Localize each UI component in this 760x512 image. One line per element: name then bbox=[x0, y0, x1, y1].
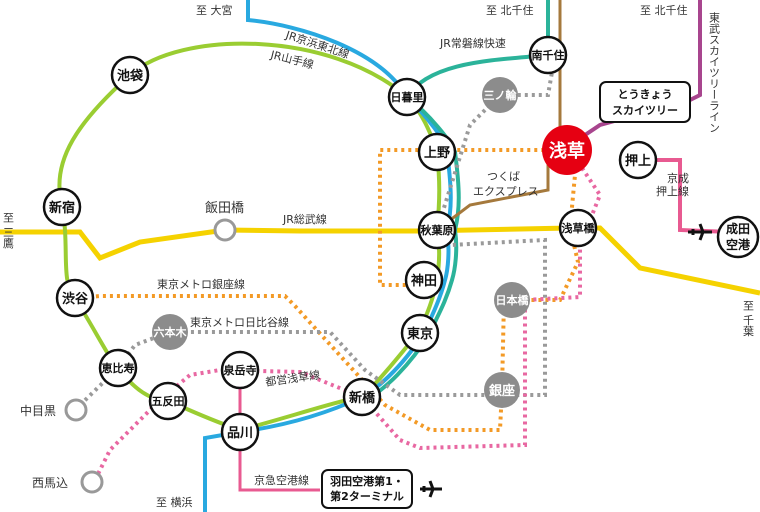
station-nishimagome[interactable]: 西馬込 bbox=[32, 470, 104, 494]
svg-text:スカイツリー: スカイツリー bbox=[612, 104, 678, 117]
skytree-label-box[interactable]: とうきょう スカイツリー bbox=[599, 81, 691, 123]
svg-text:五反田: 五反田 bbox=[152, 394, 185, 408]
svg-text:池袋: 池袋 bbox=[117, 68, 144, 84]
station-ueno[interactable]: 上野 bbox=[417, 132, 457, 172]
station-shimbashi[interactable]: 新橋 bbox=[342, 377, 382, 417]
station-ginza[interactable]: 銀座 bbox=[484, 372, 520, 408]
svg-text:飯田橋: 飯田橋 bbox=[205, 201, 244, 216]
svg-text:東京: 東京 bbox=[407, 326, 433, 342]
svg-text:六本木: 六本木 bbox=[154, 325, 188, 339]
station-kanda[interactable]: 神田 bbox=[404, 260, 444, 300]
tobu-skytree-line bbox=[568, 0, 702, 147]
keikyu-airport-line bbox=[238, 370, 320, 492]
station-oshiage[interactable]: 押上 bbox=[618, 140, 658, 180]
svg-text:中目黒: 中目黒 bbox=[20, 403, 56, 418]
station-tokyo[interactable]: 東京 bbox=[400, 313, 440, 353]
svg-text:第2ターミナル: 第2ターミナル bbox=[330, 489, 404, 503]
tsukuba-express-line bbox=[436, 0, 562, 232]
svg-text:恵比寿: 恵比寿 bbox=[102, 361, 135, 375]
label-keikyu: 京急空港線 bbox=[254, 473, 309, 487]
station-nakameguro[interactable]: 中目黒 bbox=[20, 398, 88, 422]
station-nihombashi[interactable]: 日本橋 bbox=[494, 282, 530, 318]
svg-text:新宿: 新宿 bbox=[49, 200, 75, 216]
svg-text:とうきょう: とうきょう bbox=[618, 88, 673, 101]
svg-text:西馬込: 西馬込 bbox=[32, 476, 68, 490]
svg-text:上野: 上野 bbox=[424, 146, 450, 161]
airplane-icon bbox=[688, 223, 712, 241]
label-tsukuba-1: つくば bbox=[487, 170, 520, 183]
svg-text:新橋: 新橋 bbox=[349, 390, 376, 406]
label-to-yokohama: 至 横浜 bbox=[156, 495, 193, 509]
station-akihabara[interactable]: 秋葉原 bbox=[417, 210, 457, 250]
station-minowa[interactable]: 三ノ輪 bbox=[482, 77, 518, 113]
label-tsukuba-2: エクスプレス bbox=[473, 185, 539, 198]
svg-text:浅草橋: 浅草橋 bbox=[562, 221, 596, 235]
station-shinjuku[interactable]: 新宿 bbox=[42, 187, 82, 227]
svg-text:南千住: 南千住 bbox=[532, 48, 565, 62]
svg-text:三ノ輪: 三ノ輪 bbox=[484, 88, 518, 102]
svg-text:神田: 神田 bbox=[411, 273, 437, 289]
station-asakusa[interactable]: 浅草 bbox=[542, 125, 592, 175]
station-asakusabashi[interactable]: 浅草橋 bbox=[558, 208, 598, 248]
station-nippori[interactable]: 日暮里 bbox=[387, 77, 427, 117]
label-to-omiya: 至 大宮 bbox=[196, 3, 233, 17]
label-keisei-2: 押上線 bbox=[656, 184, 689, 198]
station-shinagawa[interactable]: 品川 bbox=[220, 412, 260, 452]
label-to-mitaka: 至 三鷹 bbox=[2, 212, 15, 249]
metro-hibiya-line bbox=[73, 54, 557, 412]
station-narita-airport[interactable]: 成田 空港 bbox=[716, 215, 760, 259]
label-to-chiba: 至 千葉 bbox=[742, 300, 755, 337]
svg-text:日本橋: 日本橋 bbox=[496, 293, 530, 307]
station-sengakuji[interactable]: 泉岳寺 bbox=[220, 350, 260, 390]
airplane-icon-haneda bbox=[420, 480, 442, 498]
label-to-kitasenju-2: 至 北千住 bbox=[640, 3, 688, 17]
label-metro-ginza: 東京メトロ銀座線 bbox=[157, 277, 245, 291]
svg-text:渋谷: 渋谷 bbox=[62, 291, 89, 307]
svg-text:羽田空港第1・: 羽田空港第1・ bbox=[330, 474, 404, 488]
label-jr-joban: JR常磐線快速 bbox=[439, 36, 506, 50]
haneda-airport-box[interactable]: 羽田空港第1・ 第2ターミナル bbox=[321, 469, 413, 509]
svg-text:押上: 押上 bbox=[625, 153, 651, 169]
station-shibuya[interactable]: 渋谷 bbox=[55, 278, 95, 318]
station-roppongi[interactable]: 六本木 bbox=[152, 314, 188, 350]
svg-text:秋葉原: 秋葉原 bbox=[421, 223, 454, 237]
label-tobu-skytree: 東武スカイツリーライン bbox=[708, 12, 721, 133]
svg-text:浅草: 浅草 bbox=[549, 140, 585, 162]
svg-text:銀座: 銀座 bbox=[489, 383, 515, 399]
svg-text:品川: 品川 bbox=[227, 426, 253, 441]
station-gotanda[interactable]: 五反田 bbox=[148, 381, 188, 421]
station-iidabashi[interactable]: 飯田橋 bbox=[205, 201, 244, 242]
label-jr-sobu: JR総武線 bbox=[282, 212, 327, 226]
station-ikebukuro[interactable]: 池袋 bbox=[110, 55, 150, 95]
svg-text:空港: 空港 bbox=[726, 237, 751, 252]
station-ebisu[interactable]: 恵比寿 bbox=[98, 348, 138, 388]
svg-text:成田: 成田 bbox=[726, 221, 750, 236]
jr-joban-line bbox=[364, 0, 550, 402]
label-to-kitasenju-1: 至 北千住 bbox=[486, 3, 534, 17]
station-minamisenju[interactable]: 南千住 bbox=[528, 35, 568, 75]
label-metro-hibiya: 東京メトロ日比谷線 bbox=[190, 315, 289, 329]
label-keisei-1: 京成 bbox=[667, 171, 689, 185]
svg-text:泉岳寺: 泉岳寺 bbox=[223, 363, 257, 377]
svg-text:日暮里: 日暮里 bbox=[391, 90, 424, 104]
